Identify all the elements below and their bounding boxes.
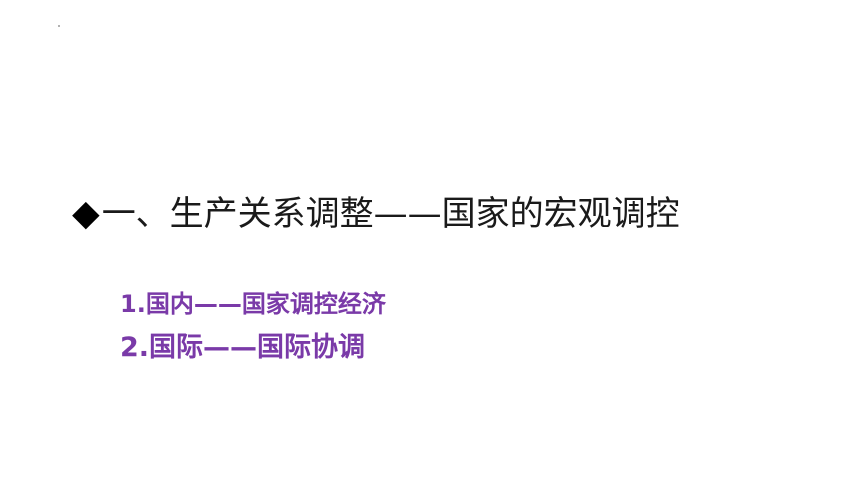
heading-text: 一、生产关系调整——国家的宏观调控 [101, 194, 680, 234]
subpoint-domestic: 1.国内——国家调控经济 [120, 290, 386, 318]
subpoint-list: 1.国内——国家调控经济 2.国际——国际协调 [120, 292, 386, 361]
diamond-bullet-icon: ◆ [72, 193, 100, 234]
subpoint-international: 2.国际——国际协调 [120, 332, 366, 363]
slide-heading: ◆ 一、生产关系调整——国家的宏观调控 [72, 196, 680, 232]
corner-mark [58, 25, 60, 27]
